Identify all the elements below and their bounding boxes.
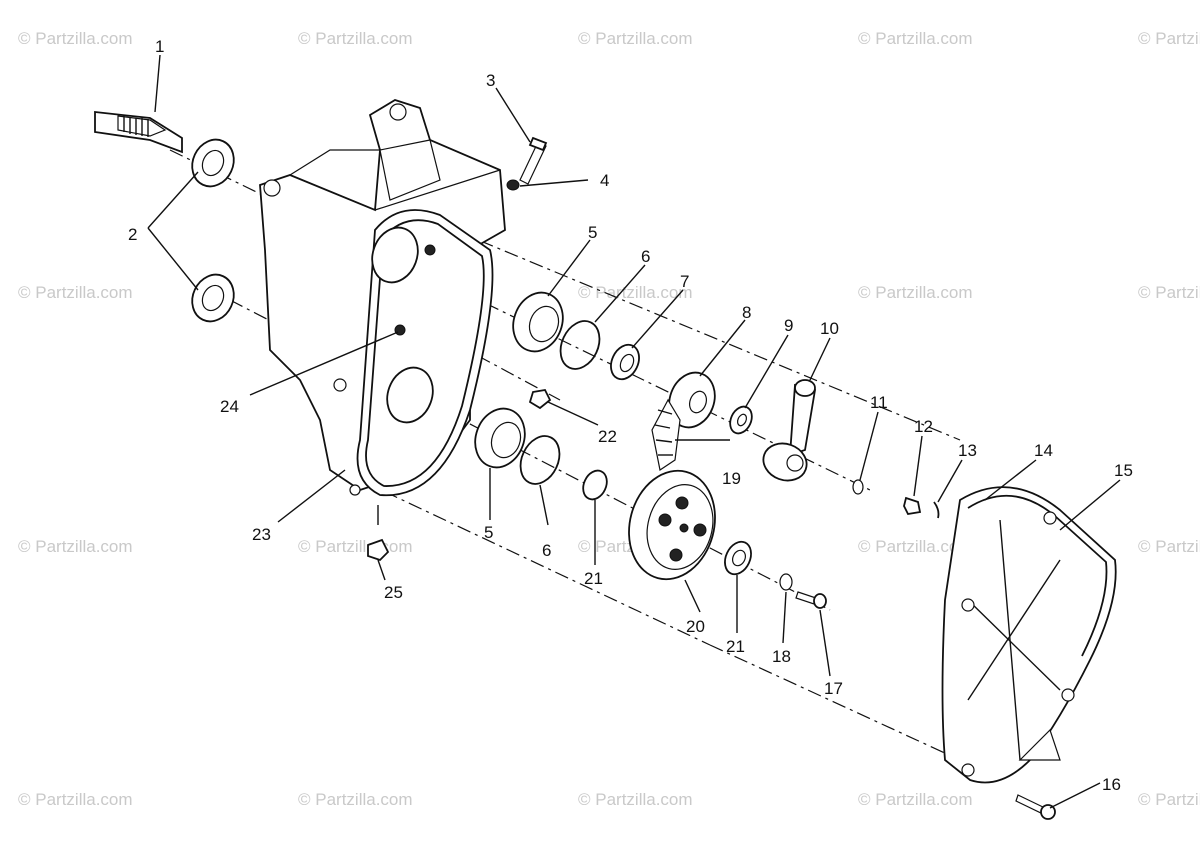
callout-24: 24 xyxy=(220,397,239,416)
callout-labels: 1 2 3 4 5 6 7 8 9 10 11 12 13 14 15 16 1… xyxy=(128,37,1133,794)
callout-5: 5 xyxy=(588,223,597,242)
part-sprocket-small xyxy=(668,371,716,429)
callout-2: 2 xyxy=(128,225,137,244)
part-seals xyxy=(191,138,235,323)
watermark: © Partzilla.com xyxy=(18,29,133,48)
part-washer-9 xyxy=(729,405,753,435)
callout-4: 4 xyxy=(600,171,609,190)
watermark: © Partzilla.com xyxy=(858,29,973,48)
part-seal-7 xyxy=(610,343,640,381)
part-washers-21 xyxy=(582,469,752,576)
callout-18: 18 xyxy=(772,647,791,666)
part-small-hardware xyxy=(852,479,940,519)
callout-11: 11 xyxy=(870,393,888,412)
watermark: © Partzilla.com xyxy=(298,790,413,809)
watermark: © Partzilla.com xyxy=(1138,29,1200,48)
callout-9: 9 xyxy=(784,316,793,335)
watermark: © Partzilla.com xyxy=(578,283,693,302)
callout-16: 16 xyxy=(1102,775,1121,794)
callout-7: 7 xyxy=(680,272,689,291)
callout-5b: 5 xyxy=(484,523,493,542)
callout-19: 19 xyxy=(722,469,741,488)
watermark: © Partzilla.com xyxy=(298,537,413,556)
watermark: © Partzilla.com xyxy=(18,537,133,556)
callout-6b: 6 xyxy=(542,541,551,560)
part-cover xyxy=(941,486,1117,784)
watermark: © Partzilla.com xyxy=(1138,790,1200,809)
callout-21: 21 xyxy=(584,569,603,588)
part-sprocket-large xyxy=(628,469,716,581)
watermark: © Partzilla.com xyxy=(18,283,133,302)
watermark: © Partzilla.com xyxy=(578,29,693,48)
part-chain xyxy=(651,398,681,471)
part-bolt-17 xyxy=(779,573,827,609)
callout-6: 6 xyxy=(641,247,650,266)
part-orings xyxy=(519,320,601,485)
callout-10: 10 xyxy=(820,319,839,338)
callout-13: 13 xyxy=(958,441,977,460)
part-shaft xyxy=(94,110,183,154)
callout-8: 8 xyxy=(742,303,751,322)
watermark: © Partzilla.com xyxy=(858,537,973,556)
callout-3: 3 xyxy=(486,71,495,90)
callout-20: 20 xyxy=(686,617,705,636)
part-bolt-top xyxy=(506,136,548,191)
part-plug-25 xyxy=(367,505,390,562)
callout-17: 17 xyxy=(824,679,843,698)
callout-14: 14 xyxy=(1034,441,1053,460)
callout-1: 1 xyxy=(155,37,164,56)
watermark: © Partzilla.com xyxy=(1138,283,1200,302)
watermarks: © Partzilla.com © Partzilla.com © Partzi… xyxy=(18,29,1200,809)
part-chaincase xyxy=(259,99,506,497)
callout-22: 22 xyxy=(598,427,617,446)
watermark: © Partzilla.com xyxy=(298,29,413,48)
part-nut-22 xyxy=(528,389,552,410)
callout-15: 15 xyxy=(1114,461,1133,480)
part-screw-16 xyxy=(1015,794,1056,820)
callout-21b: 21 xyxy=(726,637,745,656)
callout-25: 25 xyxy=(384,583,403,602)
callout-23: 23 xyxy=(252,525,271,544)
callout-12: 12 xyxy=(914,417,933,436)
watermark: © Partzilla.com xyxy=(858,283,973,302)
leader-lines xyxy=(147,54,1121,809)
watermark: © Partzilla.com xyxy=(858,790,973,809)
part-bearings xyxy=(474,291,564,469)
part-tensioner xyxy=(762,379,817,482)
watermark: © Partzilla.com xyxy=(1138,537,1200,556)
watermark: © Partzilla.com xyxy=(578,790,693,809)
watermark: © Partzilla.com xyxy=(18,790,133,809)
